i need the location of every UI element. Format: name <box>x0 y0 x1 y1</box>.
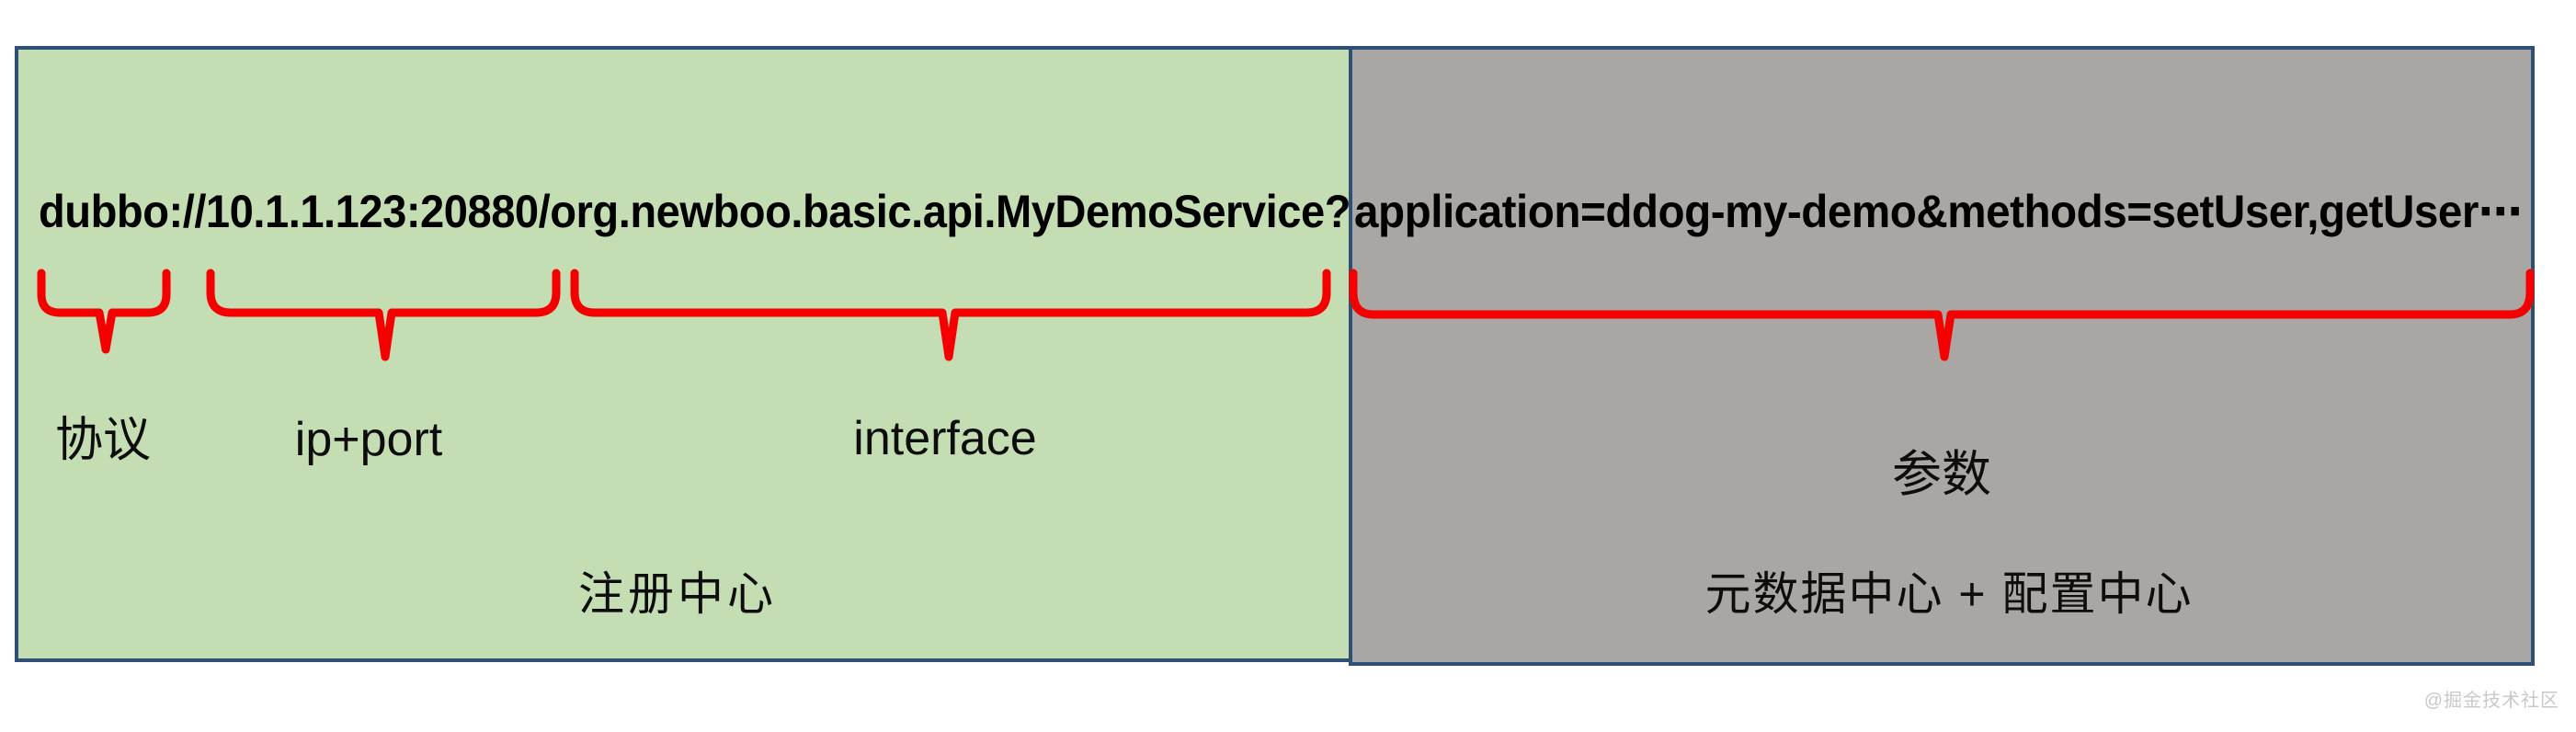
metadata-box-caption: 元数据中心 + 配置中心 <box>1704 568 2194 620</box>
watermark: @掘金技术社区 <box>2423 691 2559 711</box>
protocol-label: 协议 <box>54 414 152 467</box>
registry-box-caption: 注册中心 <box>578 568 777 620</box>
params-label: 参数 <box>1892 447 1991 502</box>
ip-port-label: ip+port <box>294 413 443 466</box>
url-registry-part: dubbo://10.1.1.123:20880/org.newboo.basi… <box>39 186 1351 237</box>
interface-label: interface <box>853 412 1037 465</box>
url-params-part: application=ddog-my-demo&methods=setUser… <box>1354 186 2522 237</box>
